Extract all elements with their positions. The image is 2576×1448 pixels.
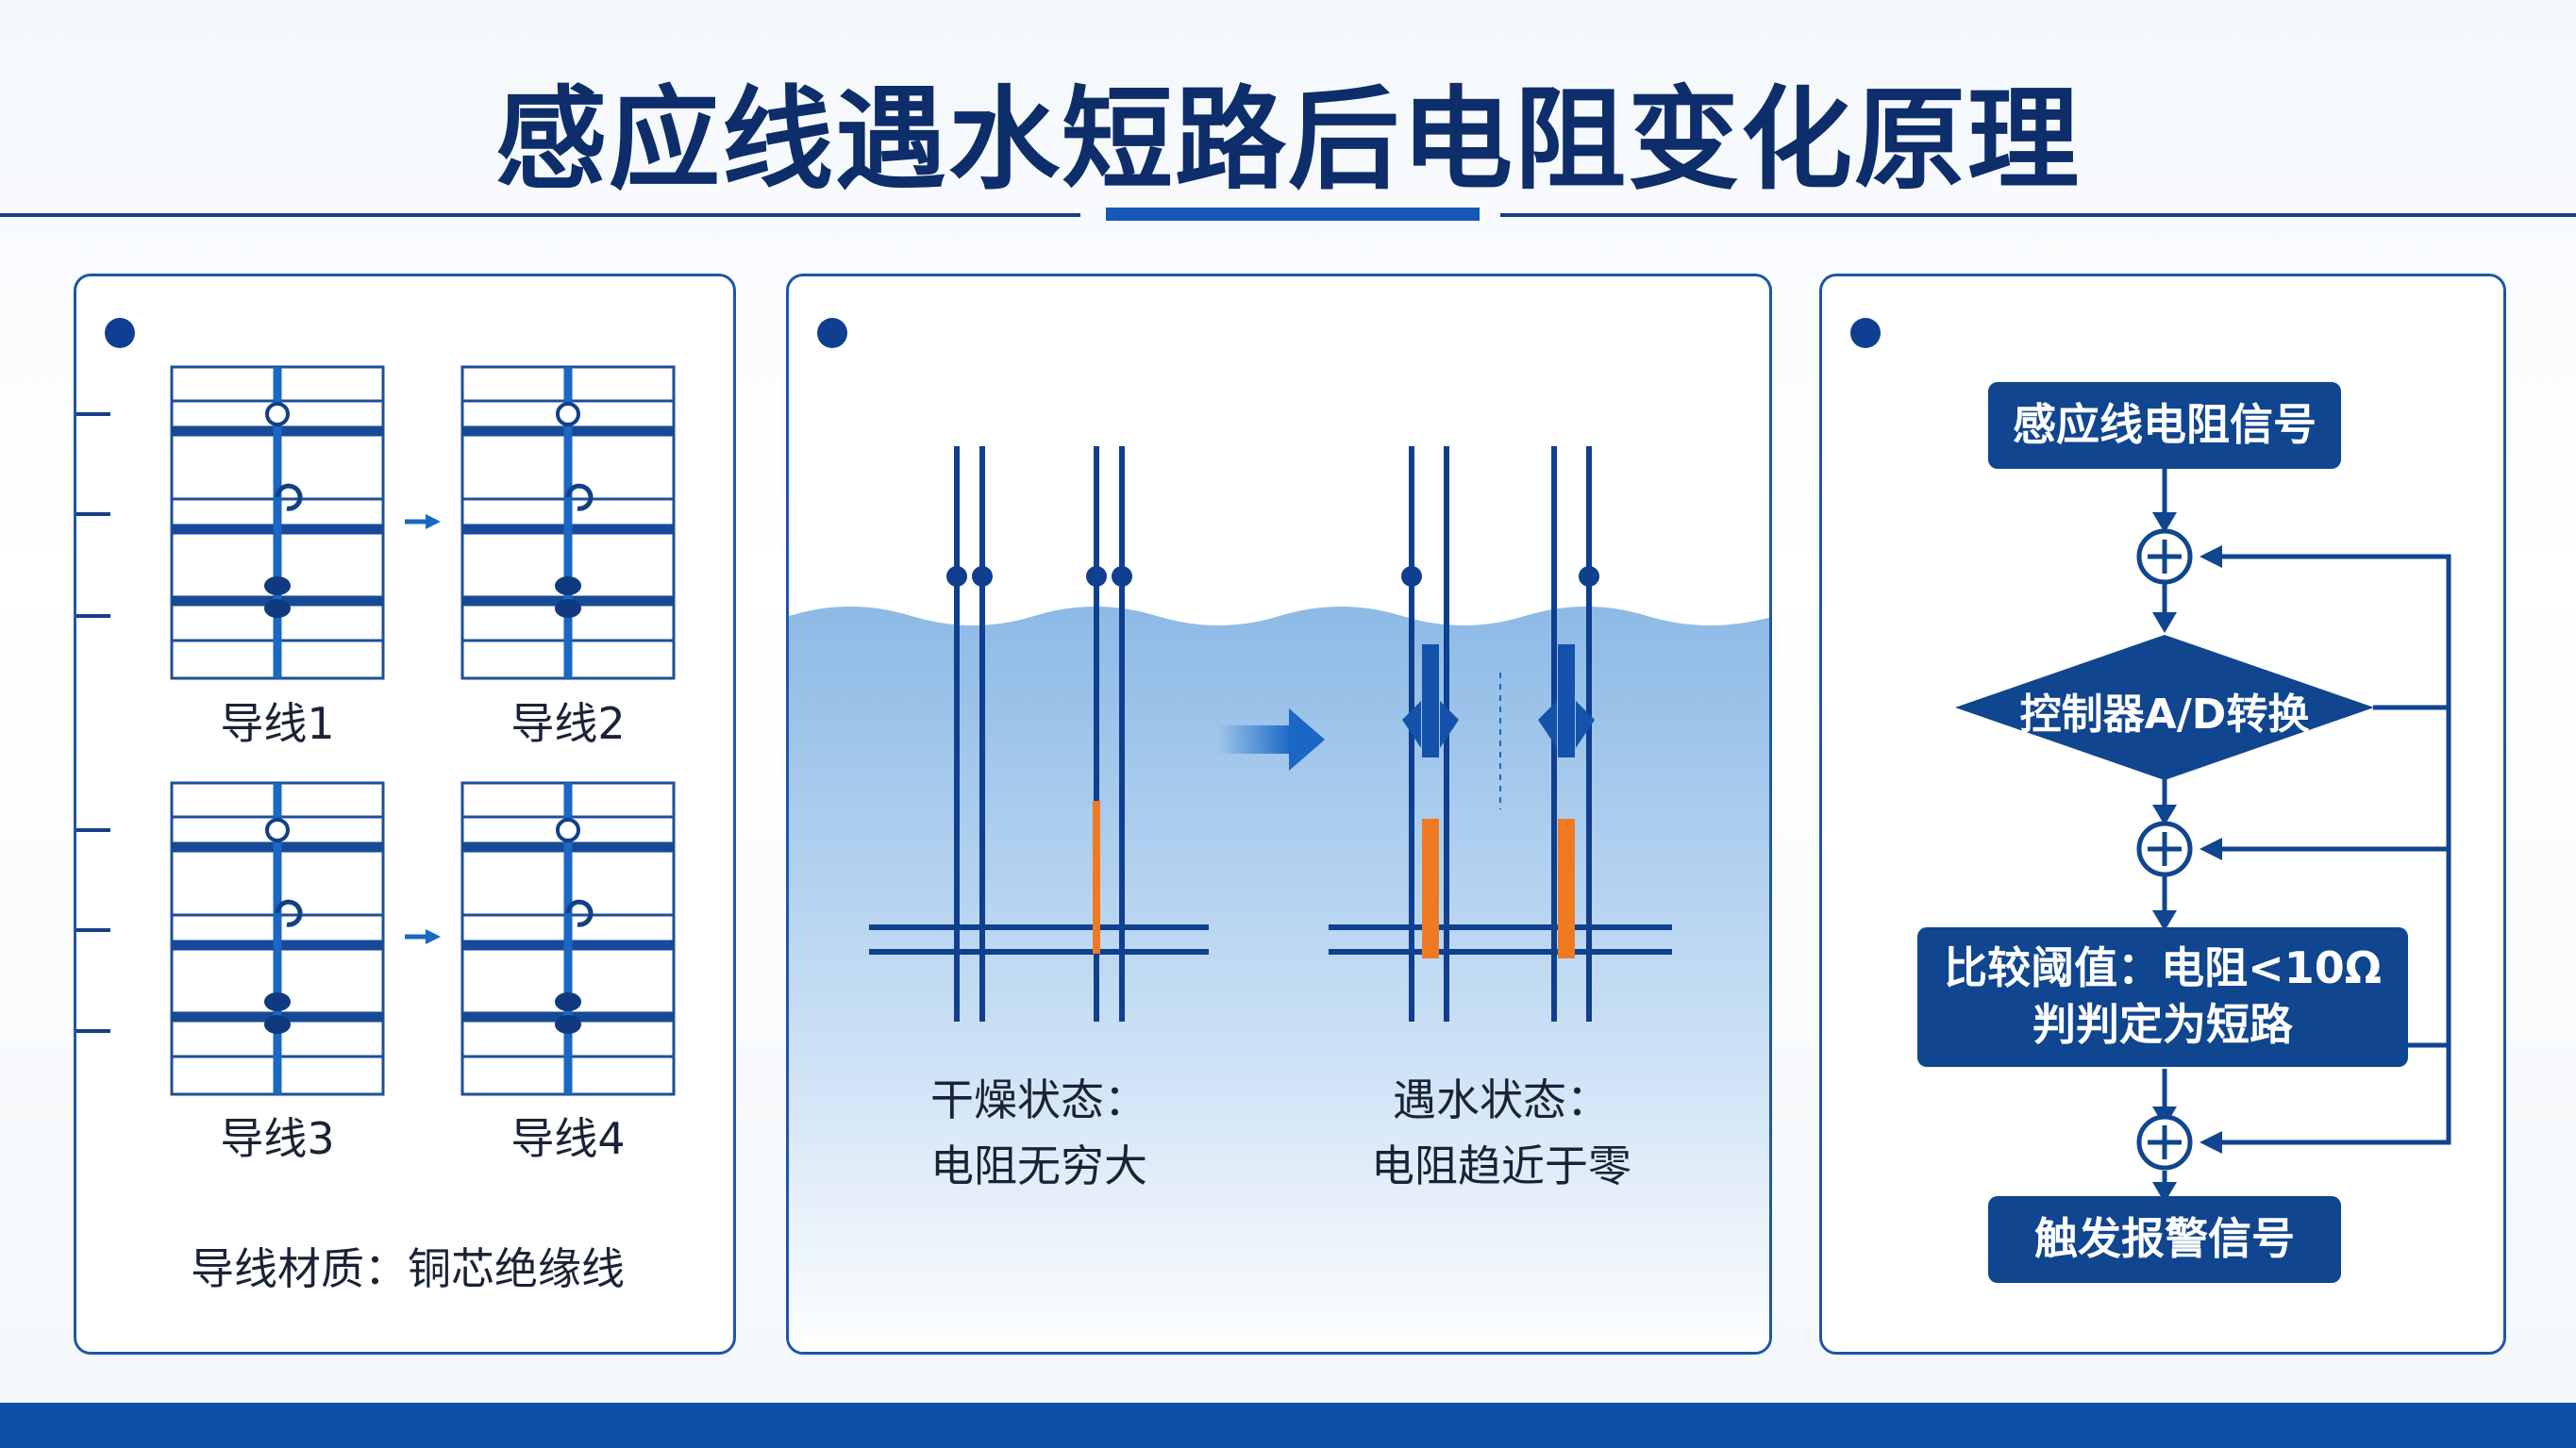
dry-state-desc: 电阻无穷大 [930,1140,1147,1191]
wet-state-desc: 电阻趋近于零 [1371,1140,1631,1191]
wire-label-1: 导线1 [220,698,335,749]
sum-junction-3 [2136,1114,2193,1171]
dry-state-label: 干燥状态： 电阻无穷大 [883,1067,1195,1199]
arrow-1-2 [405,514,441,529]
alarm-trigger-box: 触发报警信号 [1988,1196,2341,1283]
panel-bullet [105,318,135,348]
dry-state-wires [869,446,1209,1022]
ad-convert-diamond: 控制器A/D转换 [2019,691,2310,739]
panel-bullet [1850,318,1881,348]
wire-label-2: 导线2 [510,698,626,749]
wire-1-diagram [76,367,383,678]
arrow-3-4 [405,929,441,944]
wire-label-4: 导线4 [510,1113,626,1164]
flowchart-connectors [1955,465,2451,1203]
water-body [789,607,1769,1352]
wire-label-3: 导线3 [220,1113,335,1164]
dry-state-title: 干燥状态： [930,1074,1147,1125]
sum-junction-1 [2136,528,2193,585]
wire-grid-diagram [76,276,736,1355]
water-comparison-panel: 干燥状态： 电阻无穷大 遇水状态： 电阻趋近于零 [786,274,1772,1355]
title-rule-left [0,213,1080,217]
water-comparison-diagram [789,446,1769,1352]
page-title: 感应线遇水短路后电阻变化原理 [494,75,2081,205]
wet-short-right [1538,644,1595,958]
flowchart-panel: 感应线电阻信号 控制器A/D转换 比较阈值：电阻<10Ω 判判定为短路 触发报警… [1819,274,2506,1355]
wire-material-note: 导线材质：铜芯绝缘线 [191,1243,625,1294]
title-rule-center [1106,208,1480,221]
resistance-signal-box: 感应线电阻信号 [1988,382,2341,469]
panel-bullet [817,318,847,348]
footer-bar [0,1403,2576,1448]
title-rule-right [1500,213,2576,217]
wire-4-diagram [462,783,674,1094]
wire-grid-panel: 导线1 导线2 导线3 导线4 导线材质：铜芯绝缘线 [74,274,736,1355]
wet-short-left [1402,644,1459,958]
wire-2-diagram [462,367,674,678]
short-circuit-verdict-text: 判判定为短路 [2032,999,2293,1050]
sum-junction-2 [2136,821,2193,877]
wet-state-title: 遇水状态： [1393,1074,1610,1125]
dry-orange-segment [1093,801,1100,954]
ad-convert-diamond-shape [1955,635,2374,780]
wire-3-diagram [76,783,383,1094]
threshold-compare-text: 比较阈值：电阻<10Ω [1944,942,2382,994]
dry-state-nodes [946,566,1132,587]
threshold-compare-box: 比较阈值：电阻<10Ω 判判定为短路 [1917,927,2408,1067]
transition-arrow [1218,708,1325,771]
wet-state-label: 遇水状态： 电阻趋近于零 [1331,1067,1671,1199]
wet-state-nodes [1401,566,1599,587]
